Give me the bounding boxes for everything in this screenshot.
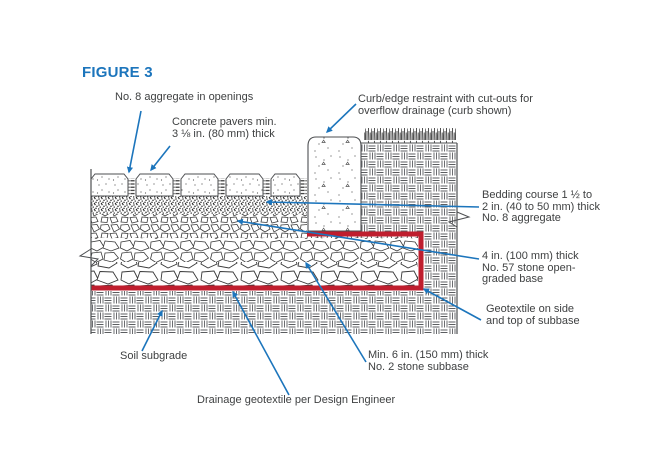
label-concrete-pavers: Concrete pavers min. 3 ⅛ in. (80 mm) thi… [172, 116, 277, 140]
leader-geotextile-side [422, 288, 482, 321]
leader-curb [325, 103, 357, 133]
curb-edge-restraint [307, 136, 362, 232]
label-bedding-course: Bedding course 1 ½ to 2 in. (40 to 50 mm… [482, 189, 600, 224]
label-aggregate-openings: No. 8 aggregate in openings [115, 91, 254, 103]
paver-joint-openings [128, 178, 307, 196]
joint-aggregate [173, 178, 181, 196]
subbase-wrap-geotextile-line [307, 231, 424, 288]
leader-drainage [232, 290, 290, 396]
leader-subbase [305, 261, 367, 363]
leader-aggregate-openings [126, 110, 142, 174]
label-open-graded-base: 4 in. (100 mm) thick No. 57 stone open- … [482, 250, 579, 285]
right-break-mark [447, 211, 471, 228]
label-stone-subbase: Min. 6 in. (150 mm) thick No. 2 stone su… [368, 349, 489, 373]
leader-bedding [265, 199, 480, 208]
joint-aggregate [218, 178, 226, 196]
paver [270, 173, 301, 197]
geotextile-red-outline [91, 231, 424, 291]
soil-subgrade-region [91, 143, 457, 334]
joint-aggregate [128, 178, 136, 196]
paver-row [90, 173, 301, 197]
label-curb: Curb/edge restraint with cut-outs for ov… [358, 93, 533, 117]
bedding-course-region [91, 196, 307, 214]
leader-concrete-pavers [150, 145, 171, 172]
label-drainage-geotextile: Drainage geotextile per Design Engineer [197, 394, 396, 406]
grass-tufts [364, 128, 456, 143]
paver [180, 173, 219, 197]
joint-aggregate [263, 178, 271, 196]
leader-base [236, 218, 480, 260]
label-soil-subgrade: Soil subgrade [120, 350, 188, 362]
leader-lines [126, 103, 482, 396]
joint-aggregate [300, 178, 307, 196]
paver [135, 173, 174, 197]
leader-soil [141, 309, 163, 352]
figure-title: FIGURE 3 [82, 64, 153, 81]
paver [90, 173, 129, 197]
label-geotextile-side: Geotextile on side and top of subbase [486, 303, 580, 327]
paver [225, 173, 264, 197]
left-break-mark [78, 248, 100, 267]
